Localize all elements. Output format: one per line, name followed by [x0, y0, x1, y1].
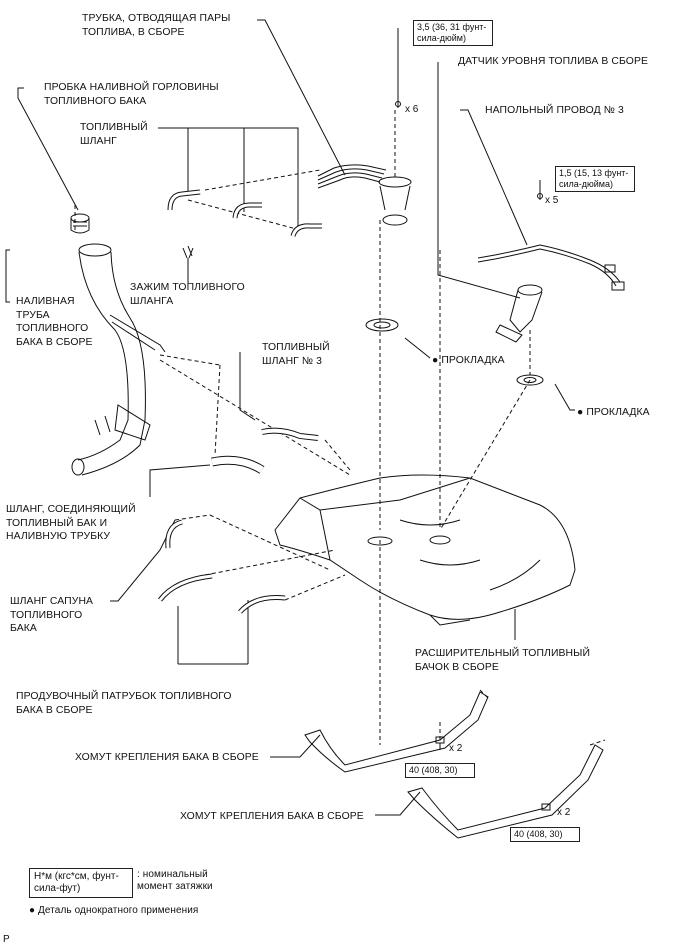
corner-mark: P: [3, 934, 10, 945]
band-1-torque: 40 (408, 30): [405, 763, 475, 778]
floor-wire-label: НАПОЛЬНЫЙ ПРОВОД № 3: [485, 105, 624, 116]
hose-clamp-label: ЗАЖИМ ТОПЛИВНОГО ШЛАНГА: [130, 282, 245, 307]
vapor-tube-label: ТРУБКА, ОТВОДЯЩАЯ ПАРЫ ТОПЛИВА, В СБОРЕ: [82, 13, 231, 38]
gasket-2-label: ● ПРОКЛАДКА: [577, 407, 650, 418]
band-2-bolt-qty: x 2: [557, 807, 571, 818]
fuel-hose-3-label: ТОПЛИВНЫЙ ШЛАНГ № 3: [262, 342, 330, 367]
band-1-bolt-qty: x 2: [449, 743, 463, 754]
filler-cap-shape: [70, 213, 90, 234]
filler-pipe-shape: [71, 243, 166, 476]
legend-single-use: ● Деталь однократного применения: [29, 905, 199, 916]
filler-pipe-label: НАЛИВНАЯ ТРУБА ТОПЛИВНОГО БАКА В СБОРЕ: [16, 296, 93, 348]
vapor-tube-screw-qty: x 6: [405, 104, 419, 115]
sender-screw-qty: x 5: [545, 195, 559, 206]
sender-torque: 1,5 (15, 13 фунт- сила-дюйма): [555, 166, 635, 192]
filler-cap-label: ПРОБКА НАЛИВНОЙ ГОРЛОВИНЫ ТОПЛИВНОГО БАК…: [44, 82, 219, 107]
gasket-2-shape: [516, 374, 544, 386]
tank-assy-label: РАСШИРИТЕЛЬНЫЙ ТОПЛИВНЫЙ БАЧОК В СБОРЕ: [415, 648, 591, 673]
vapor-tube-shape: [317, 101, 412, 226]
alignment-lines: [74, 110, 606, 746]
leader-lines: [5, 19, 575, 816]
gasket-1-label: ● ПРОКЛАДКА: [432, 355, 505, 366]
gasket-1-shape: [365, 318, 399, 332]
sender-gauge-shape: [495, 193, 543, 343]
legend-torque-desc: : номинальный момент затяжки: [137, 869, 213, 892]
tank-band-1-shape: [304, 691, 489, 773]
vapor-tube-torque: 3,5 (36, 31 фунт- сила-дюйм): [413, 20, 493, 46]
breather-hose-label: ШЛАНГ САПУНА ТОПЛИВНОГО БАКА: [10, 596, 94, 634]
fuel-tank-shape: [274, 474, 576, 626]
tank-band-2-shape: [407, 744, 604, 839]
band-2-torque: 40 (408, 30): [510, 827, 580, 842]
fuel-hoses-shape: [167, 189, 322, 259]
fuel-hose-label: ТОПЛИВНЫЙ ШЛАНГ: [80, 122, 148, 147]
purge-pipe-shape: [158, 573, 213, 602]
tank-band-1-label: ХОМУТ КРЕПЛЕНИЯ БАКА В СБОРЕ: [75, 752, 259, 763]
tank-band-2-label: ХОМУТ КРЕПЛЕНИЯ БАКА В СБОРЕ: [180, 811, 364, 822]
purge-pipe-label: ПРОДУВОЧНЫЙ ПАТРУБОК ТОПЛИВНОГО БАКА В С…: [16, 691, 232, 716]
floor-wire-shape: [477, 244, 625, 291]
connecting-hose-label: ШЛАНГ, СОЕДИНЯЮЩИЙ ТОПЛИВНЫЙ БАК И НАЛИВ…: [6, 504, 136, 542]
legend-torque-unit: Н*м (кгс*см, фунт- сила-фут): [29, 868, 133, 898]
sender-gauge-label: ДАТЧИК УРОВНЯ ТОПЛИВА В СБОРЕ: [458, 56, 649, 67]
